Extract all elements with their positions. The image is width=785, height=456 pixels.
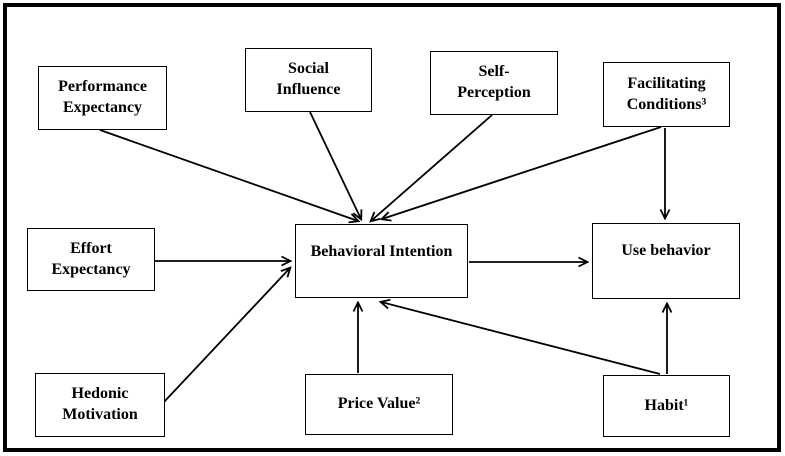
arrow-hedonic-motivation-to-behavioral-intention xyxy=(163,268,290,403)
node-price-value: Price Value² xyxy=(305,374,453,435)
arrow-performance-expectancy-to-behavioral-intention xyxy=(99,129,358,221)
node-self-perception-label: Self- Perception xyxy=(457,63,531,101)
arrow-self-perception-to-behavioral-intention xyxy=(371,114,493,221)
node-behavioral-intention-label: Behavioral Intention xyxy=(310,242,453,260)
node-performance-expectancy: Performance Expectancy xyxy=(38,66,167,130)
node-use-behavior-label: Use behavior xyxy=(621,241,711,259)
node-effort-expectancy: Effort Expectancy xyxy=(27,228,155,291)
arrow-facilitating-conditions-to-behavioral-intention xyxy=(382,126,662,219)
node-facilitating-conditions: Facilitating Conditions³ xyxy=(603,62,730,127)
node-hedonic-motivation: Hedonic Motivation xyxy=(35,373,165,437)
node-price-value-label: Price Value² xyxy=(337,395,421,413)
node-behavioral-intention: Behavioral Intention xyxy=(295,224,468,298)
arrow-habit-to-behavioral-intention xyxy=(381,302,661,375)
node-habit: Habit¹ xyxy=(603,375,730,437)
node-performance-expectancy-label: Performance Expectancy xyxy=(58,78,147,116)
node-social-influence-label: Social Influence xyxy=(276,60,341,98)
node-effort-expectancy-label: Effort Expectancy xyxy=(51,239,131,278)
node-social-influence: Social Influence xyxy=(245,48,372,112)
node-use-behavior: Use behavior xyxy=(592,223,740,299)
node-hedonic-motivation-label: Hedonic Motivation xyxy=(62,385,138,423)
node-habit-label: Habit¹ xyxy=(644,396,689,414)
node-self-perception: Self- Perception xyxy=(430,51,558,115)
arrow-social-influence-to-behavioral-intention xyxy=(309,111,361,219)
node-facilitating-conditions-label: Facilitating Conditions³ xyxy=(626,74,707,113)
